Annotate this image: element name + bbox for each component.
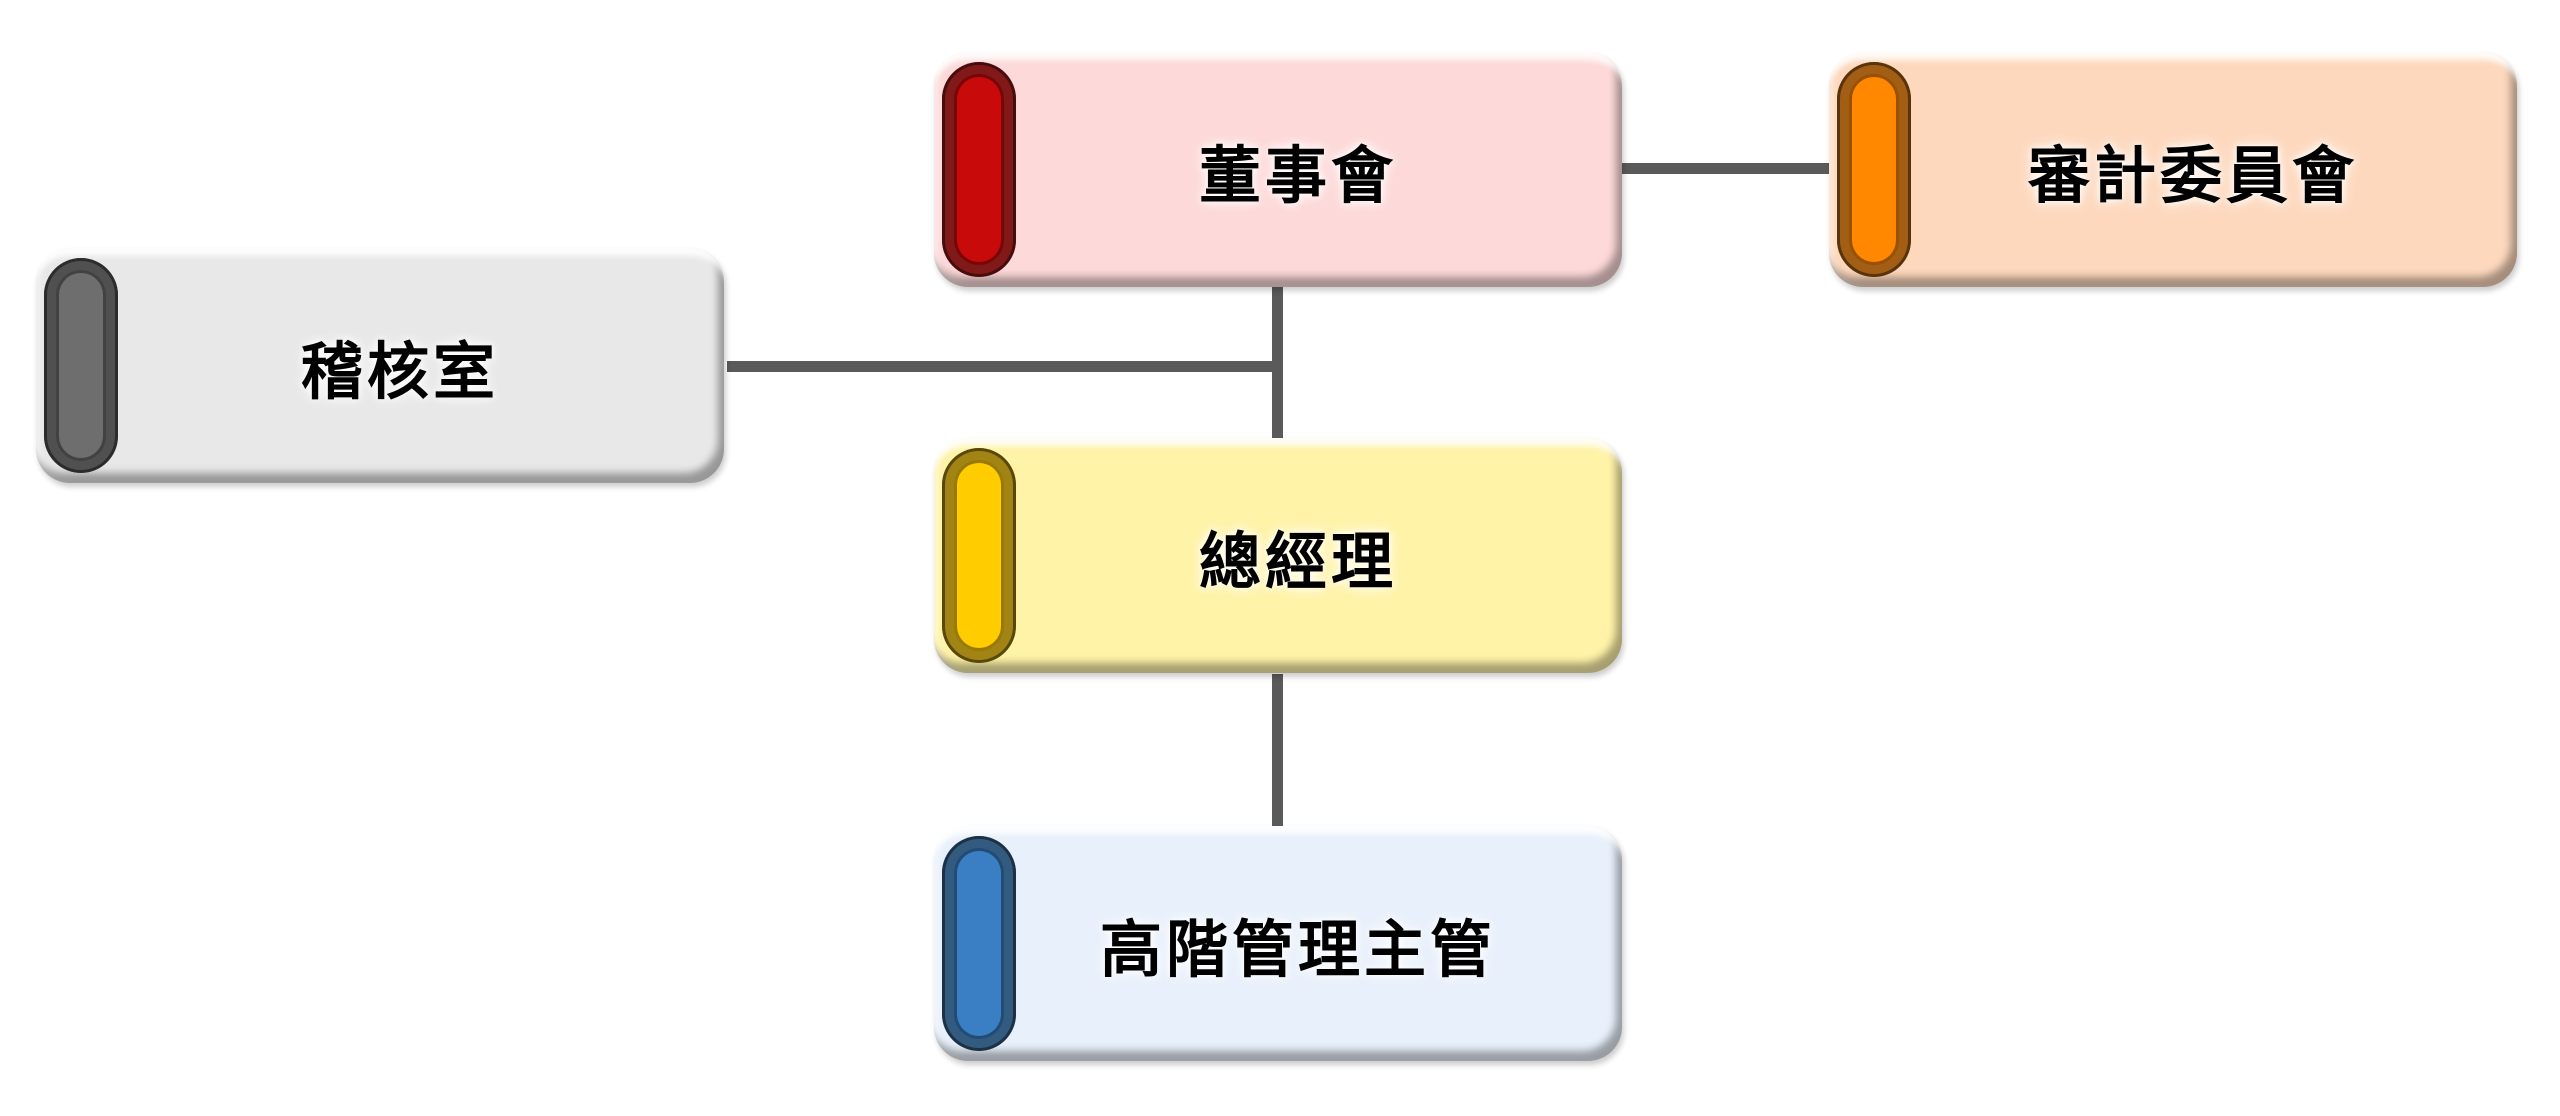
accent-pill-icon xyxy=(44,258,118,473)
accent-pill-icon xyxy=(942,62,1016,277)
node-label: 審計委員會 xyxy=(2027,138,2358,212)
node-audit-committee[interactable]: 審計委員會 xyxy=(1829,52,2517,287)
connector-audit-office xyxy=(727,361,1277,372)
accent-pill-icon xyxy=(942,836,1016,1051)
connector-board-audit-committee xyxy=(1622,163,1829,174)
node-board[interactable]: 董事會 xyxy=(934,52,1622,287)
node-label: 高階管理主管 xyxy=(1099,912,1496,986)
connector-gm-senior xyxy=(1272,674,1283,826)
node-label: 董事會 xyxy=(1198,138,1397,212)
connector-board-gm xyxy=(1272,287,1283,438)
accent-pill-icon xyxy=(1837,62,1911,277)
accent-pill-icon xyxy=(942,448,1016,663)
node-audit-office[interactable]: 稽核室 xyxy=(36,248,724,483)
node-general-manager[interactable]: 總經理 xyxy=(934,438,1622,673)
node-label: 稽核室 xyxy=(300,334,499,408)
node-senior-management[interactable]: 高階管理主管 xyxy=(934,826,1622,1061)
node-label: 總經理 xyxy=(1198,524,1397,598)
